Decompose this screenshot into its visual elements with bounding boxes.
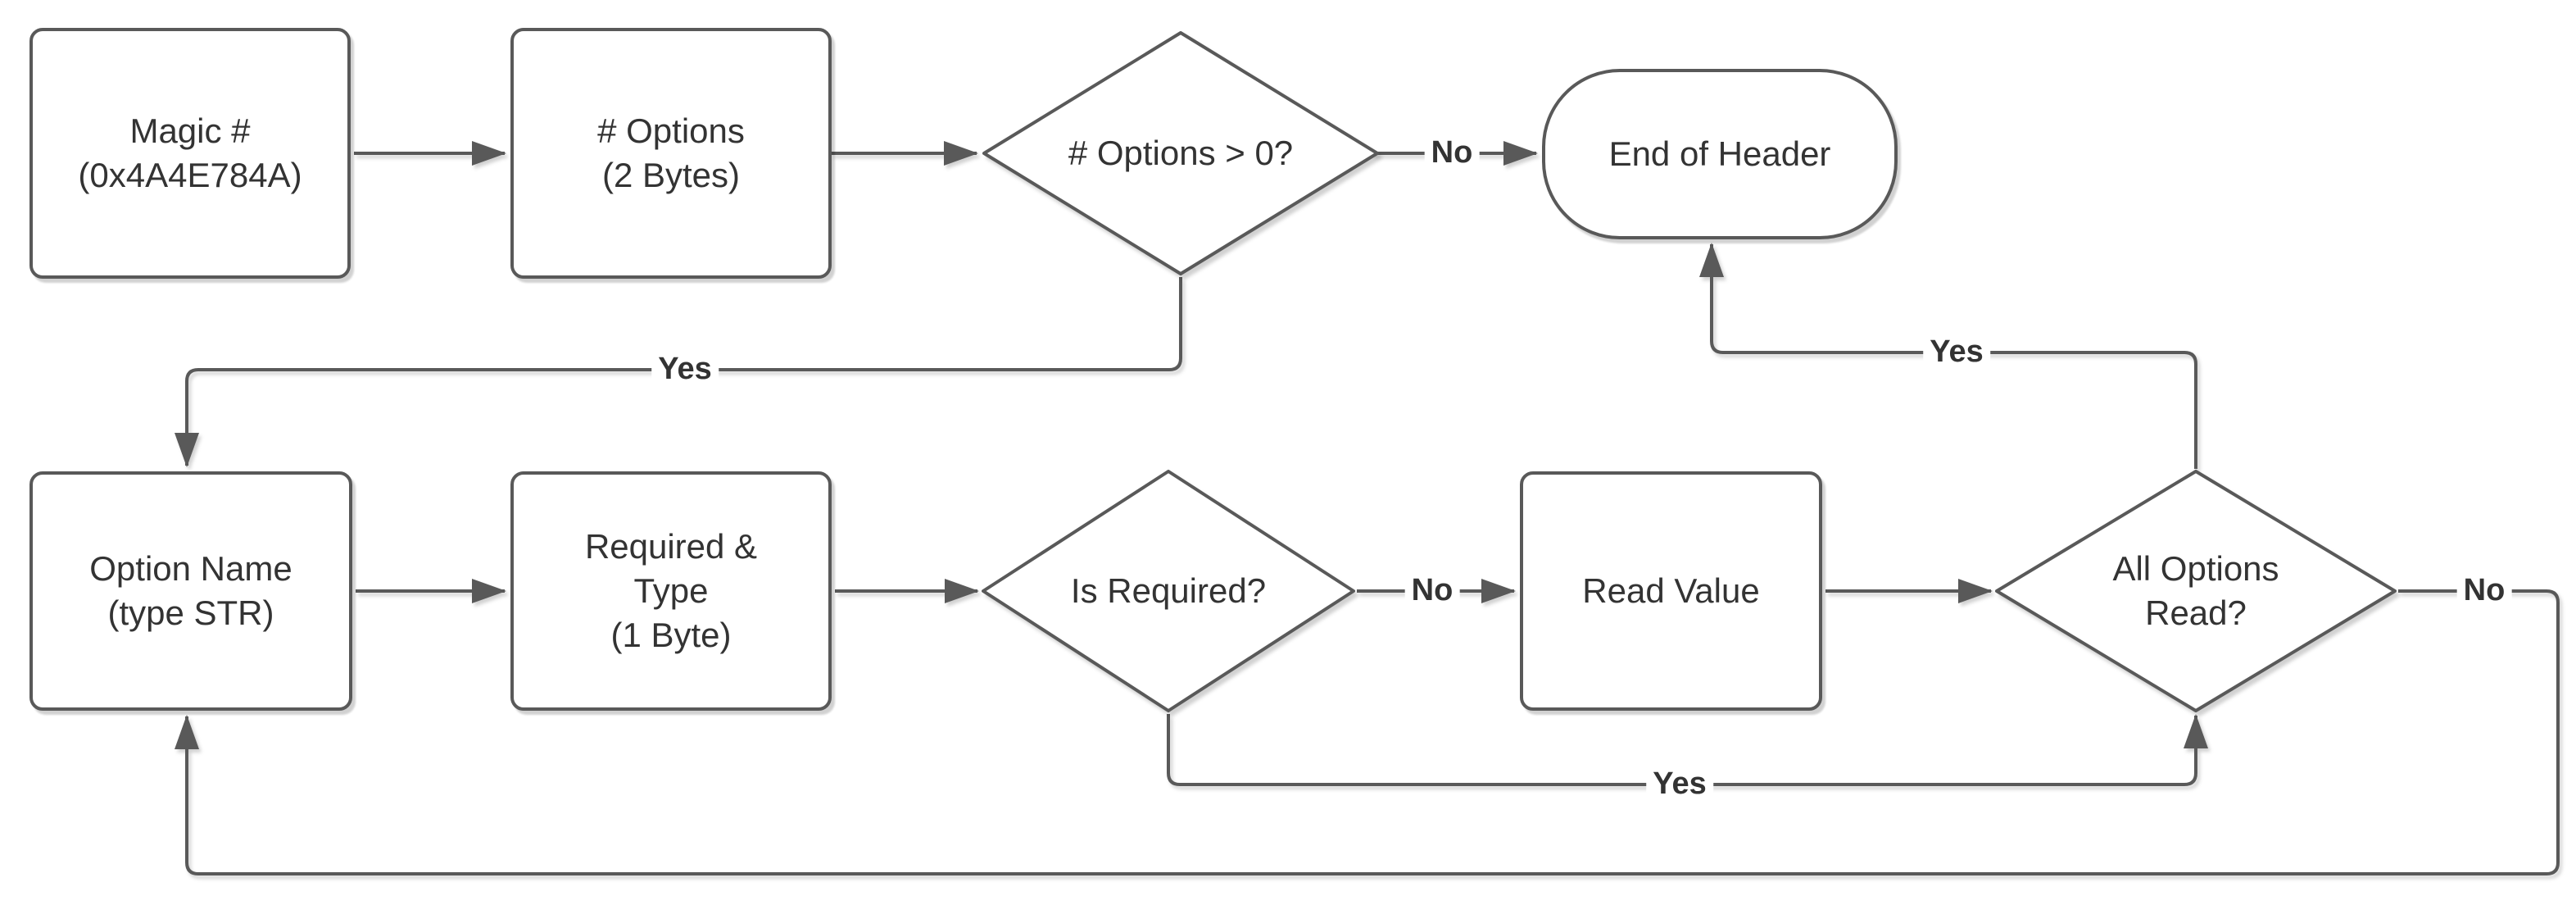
diamond-shape — [982, 31, 1379, 275]
diamond-shape — [982, 470, 1355, 712]
decision-is-required: Is Required? — [982, 470, 1355, 712]
node-read-value-label: Read Value — [1582, 571, 1760, 611]
edge-label-yes-options: Yes — [651, 352, 719, 387]
node-magic-number: Magic # (0x4A4E784A) — [29, 28, 351, 279]
edge-label-no-required: No — [1404, 573, 1460, 608]
node-required-type-label: Required & Type (1 Byte) — [584, 527, 758, 654]
terminator-end-of-header-label: End of Header — [1608, 134, 1831, 174]
decision-all-options-read: All Options Read? — [1995, 470, 2397, 712]
decision-options-gt-zero-label: # Options > 0? — [1068, 134, 1294, 173]
decision-options-gt-zero: # Options > 0? — [982, 31, 1379, 275]
node-read-value: Read Value — [1520, 471, 1822, 711]
node-magic-number-label: Magic # (0x4A4E784A) — [78, 111, 302, 194]
terminator-end-of-header: End of Header — [1542, 69, 1898, 239]
node-num-options-label: # Options (2 Bytes) — [597, 111, 745, 194]
edge-label-no-options: No — [1424, 135, 1480, 171]
node-num-options: # Options (2 Bytes) — [510, 28, 832, 279]
node-option-name: Option Name (type STR) — [29, 471, 352, 711]
edge-label-yes-all-read: Yes — [1923, 334, 1990, 370]
diamond-shape — [1995, 470, 2397, 712]
decision-is-required-label: Is Required? — [1070, 571, 1267, 611]
node-option-name-label: Option Name (type STR) — [89, 549, 293, 632]
node-required-type: Required & Type (1 Byte) — [510, 471, 832, 711]
edge-label-no-all-read: No — [2456, 573, 2512, 608]
edge-label-yes-required: Yes — [1646, 766, 1713, 802]
edge-all-options-read-no-to-option-name — [175, 589, 2560, 875]
decision-all-options-read-label: All Options Read? — [2112, 549, 2279, 632]
